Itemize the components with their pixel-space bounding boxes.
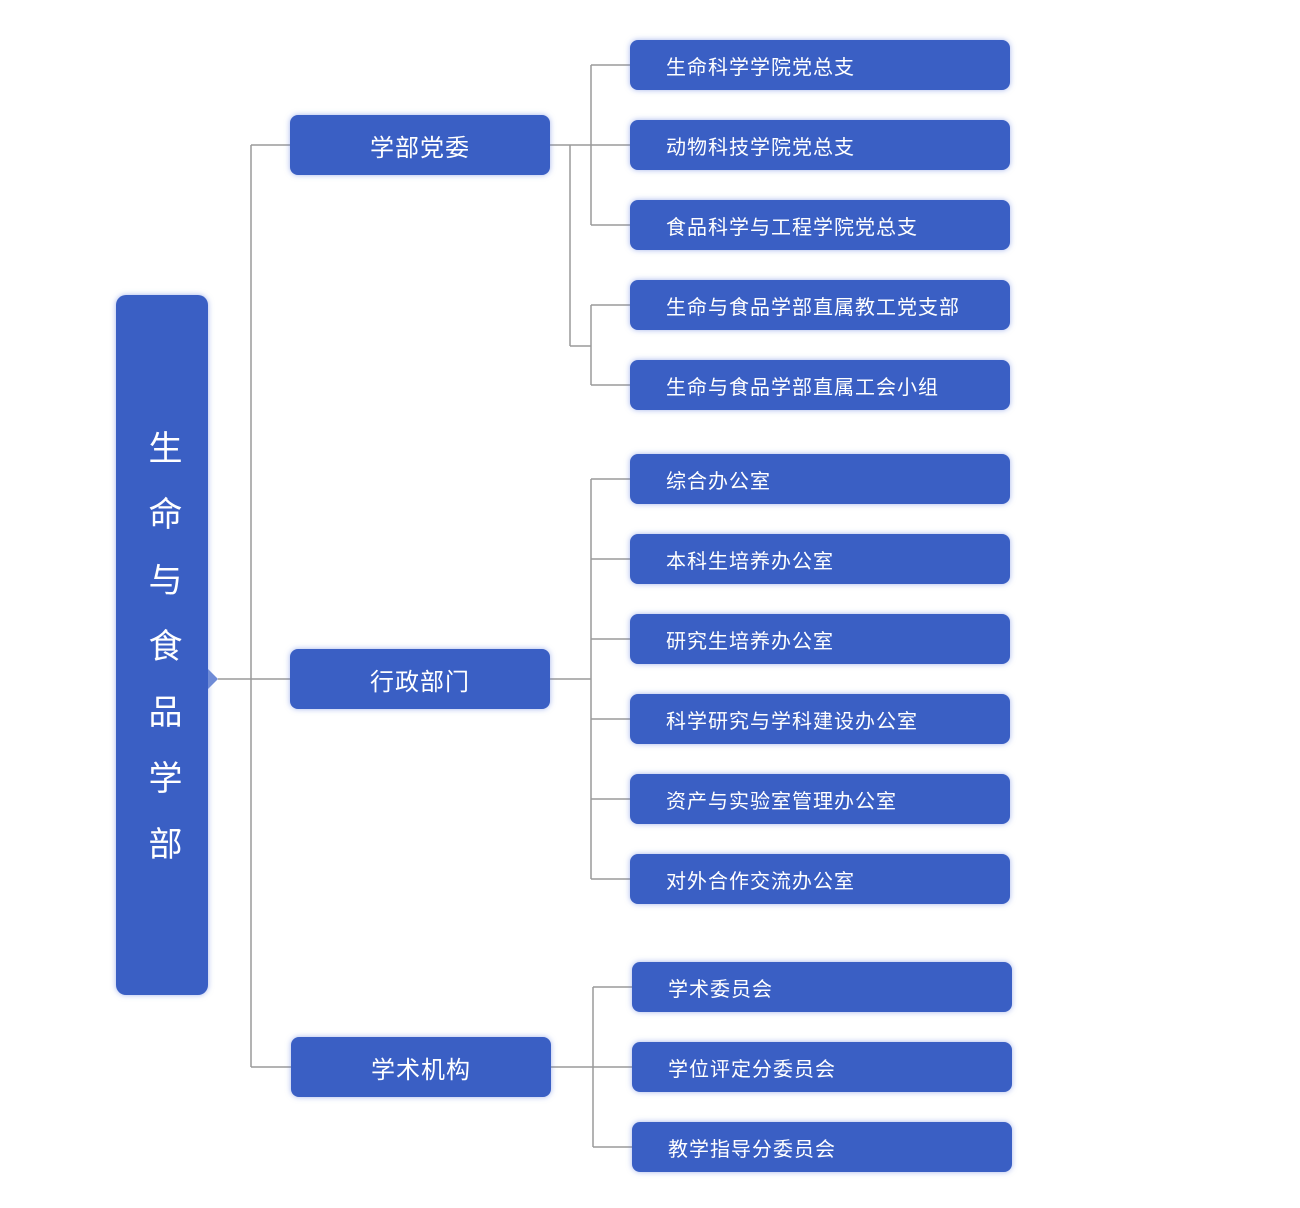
leaf-label: 生命与食品学部直属教工党支部 (666, 294, 960, 319)
group-academic: 学术机构 (291, 1037, 551, 1097)
leaf-label: 动物科技学院党总支 (666, 134, 855, 159)
leaf-label: 食品科学与工程学院党总支 (666, 214, 918, 239)
leaf-label: 综合办公室 (666, 468, 771, 493)
leaf-label: 学位评定分委员会 (668, 1056, 836, 1081)
root-label: 生命与食品学部 (142, 430, 182, 892)
leaf-label: 资产与实验室管理办公室 (666, 788, 897, 813)
leaf-node: 动物科技学院党总支 (630, 120, 1010, 170)
group-label: 学术机构 (371, 1055, 471, 1084)
group-party-committee: 学部党委 (290, 115, 550, 175)
leaf-label: 生命科学学院党总支 (666, 54, 855, 79)
leaf-node: 科学研究与学科建设办公室 (630, 694, 1010, 744)
leaf-node: 资产与实验室管理办公室 (630, 774, 1010, 824)
leaf-node: 食品科学与工程学院党总支 (630, 200, 1010, 250)
leaf-node: 生命与食品学部直属工会小组 (630, 360, 1010, 410)
leaf-node: 生命与食品学部直属教工党支部 (630, 280, 1010, 330)
leaf-label: 研究生培养办公室 (666, 628, 834, 653)
leaf-label: 学术委员会 (668, 976, 773, 1001)
leaf-node: 学术委员会 (632, 962, 1012, 1012)
root-node: 生命与食品学部 (116, 295, 208, 995)
group-label: 学部党委 (370, 133, 470, 162)
leaf-label: 生命与食品学部直属工会小组 (666, 374, 939, 399)
leaf-node: 研究生培养办公室 (630, 614, 1010, 664)
leaf-node: 综合办公室 (630, 454, 1010, 504)
leaf-label: 教学指导分委员会 (668, 1136, 836, 1161)
leaf-label: 对外合作交流办公室 (666, 868, 855, 893)
leaf-node: 生命科学学院党总支 (630, 40, 1010, 90)
root-arrow-icon (208, 669, 218, 689)
leaf-label: 本科生培养办公室 (666, 548, 834, 573)
group-label: 行政部门 (370, 667, 470, 696)
leaf-node: 教学指导分委员会 (632, 1122, 1012, 1172)
leaf-label: 科学研究与学科建设办公室 (666, 708, 918, 733)
leaf-node: 学位评定分委员会 (632, 1042, 1012, 1092)
leaf-node: 本科生培养办公室 (630, 534, 1010, 584)
leaf-node: 对外合作交流办公室 (630, 854, 1010, 904)
group-administration: 行政部门 (290, 649, 550, 709)
